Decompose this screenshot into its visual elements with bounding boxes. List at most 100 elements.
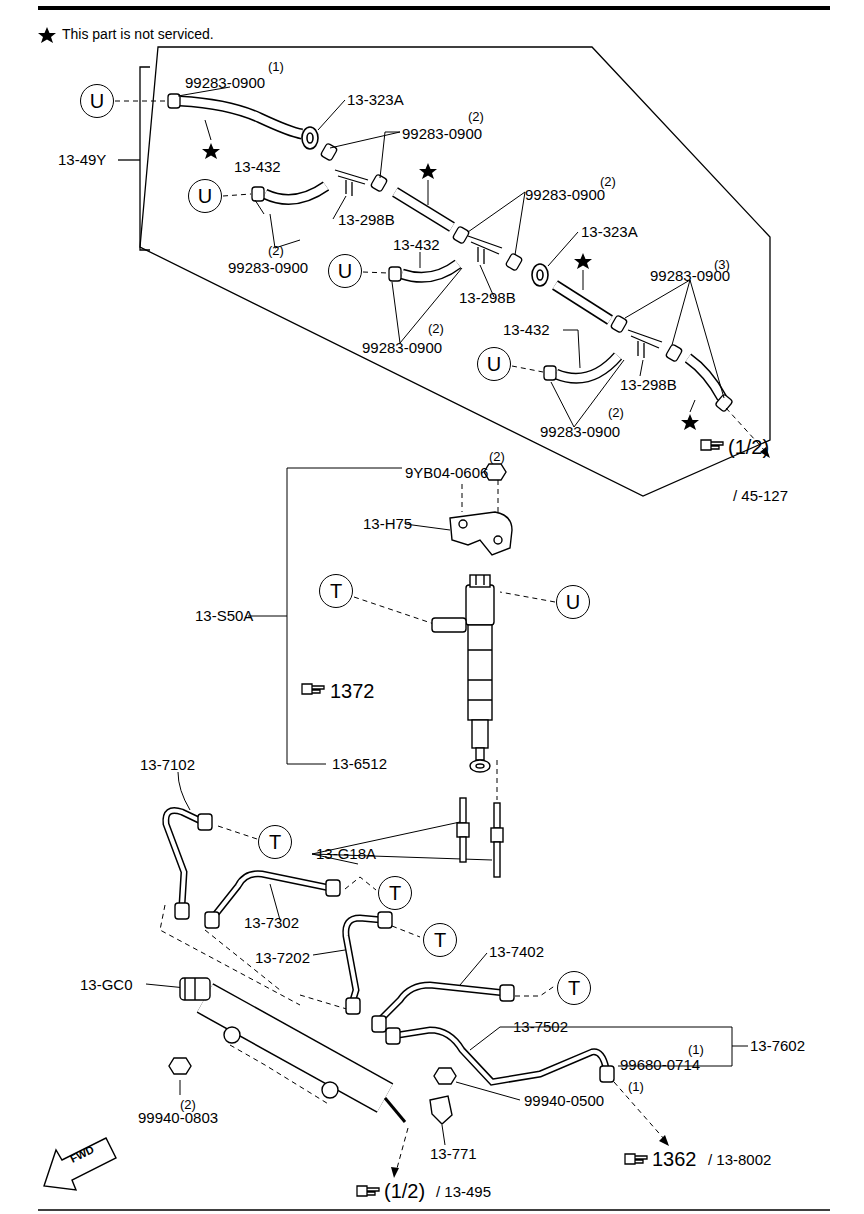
callout-label: 99283-0900 — [650, 268, 730, 285]
forward-arrow — [44, 1138, 116, 1190]
leader-line — [551, 360, 624, 427]
callout-label: 13-298B — [459, 290, 516, 307]
injector — [472, 720, 488, 748]
dashed-link — [354, 597, 437, 625]
grommet — [537, 270, 543, 280]
glow-plug — [457, 798, 503, 877]
hose-outer — [688, 358, 722, 398]
callout-label: (2) — [608, 406, 624, 420]
hose-clamp — [168, 94, 733, 412]
glow-plug — [494, 842, 500, 877]
hose-clamp — [389, 267, 401, 281]
dashed-link — [515, 985, 556, 996]
callout-label: 13-7602 — [750, 1038, 805, 1055]
hose-clamp — [544, 366, 556, 380]
callout-label: 99283-0900 — [525, 187, 605, 204]
pipe-inner — [215, 874, 330, 915]
hose-outer — [180, 101, 302, 134]
leader-line — [468, 192, 525, 255]
hose-inner — [180, 101, 302, 134]
leader-line — [255, 200, 300, 248]
circled-letter: U — [188, 179, 222, 213]
callout-label: (1) — [688, 1043, 704, 1057]
hose-clamp — [452, 226, 469, 244]
grommet — [307, 133, 313, 143]
note-text: This part is not serviced. — [62, 27, 214, 42]
pipe-outer — [166, 811, 606, 1083]
hose-group-outline — [140, 47, 770, 496]
page-rule — [38, 6, 830, 10]
injector — [476, 764, 484, 768]
circle-letter: U — [566, 592, 580, 612]
callout-label: 13-H75 — [363, 516, 412, 533]
leader-line — [178, 772, 190, 810]
injector — [470, 575, 490, 587]
circled-letter: U — [477, 347, 511, 381]
callout-label: (2) — [268, 244, 284, 258]
circle-letter: U — [198, 186, 212, 206]
reference-hand — [357, 1186, 379, 1196]
pipe-inner — [166, 811, 606, 1083]
circle-letter: T — [434, 930, 446, 950]
grommet — [302, 127, 548, 286]
glow-plug — [460, 837, 466, 862]
leader-line — [640, 360, 643, 376]
arrow-head — [659, 1135, 669, 1146]
hose-clamp — [252, 187, 264, 201]
reference-hand — [701, 440, 723, 450]
common-rail — [205, 998, 385, 1098]
leader-line — [460, 953, 487, 985]
callout-label: 13-7202 — [255, 950, 310, 967]
circled-letter: T — [319, 574, 353, 608]
leader-line — [312, 822, 492, 864]
callout-label: 99940-0803 — [138, 1110, 218, 1127]
tee-joint — [468, 236, 502, 264]
common-rail — [169, 1058, 191, 1074]
leader-line — [470, 1027, 748, 1066]
pipe-fitting — [600, 1066, 614, 1082]
hose-group-outline — [118, 47, 770, 496]
callout-label: (2) — [468, 110, 484, 124]
reference-hand — [625, 1154, 647, 1164]
leader-line — [690, 400, 695, 412]
pipe-fitting — [378, 912, 392, 928]
pipe-fitting — [175, 903, 189, 919]
dashed-link — [396, 1128, 408, 1172]
callout-label: 99283-0900 — [185, 75, 265, 92]
callout-label: 13-323A — [581, 224, 638, 241]
reference-hand — [302, 684, 324, 694]
dashed-link — [392, 926, 420, 937]
callout-label: 13-GC0 — [80, 977, 133, 994]
hose-group-outline — [118, 159, 140, 160]
glow-plug — [457, 823, 469, 837]
circle-letter: U — [338, 261, 352, 281]
callout-label: 13-298B — [338, 212, 395, 229]
callout-label: (1) — [268, 60, 284, 74]
injector — [476, 575, 484, 585]
dashed-link — [223, 194, 251, 196]
leader-line — [392, 268, 462, 343]
callout-label: 13-G18A — [316, 846, 376, 863]
callout-label: 13-7502 — [513, 1019, 568, 1036]
not-serviced-star — [202, 143, 220, 159]
arrow-head — [391, 1167, 399, 1178]
injector — [459, 520, 467, 528]
tee-joint — [335, 170, 662, 358]
callout-label: / 13-495 — [436, 1184, 491, 1201]
callout-label: 13-298B — [620, 377, 677, 394]
callout-label: / 13-8002 — [708, 1152, 771, 1169]
leader-line — [180, 1080, 181, 1095]
hose-clamp — [320, 143, 337, 161]
leader-line — [205, 120, 211, 140]
leader-line — [456, 1082, 520, 1100]
dashed-link — [500, 592, 555, 602]
dashed-link — [115, 101, 167, 102]
injector — [468, 650, 492, 700]
common-rail — [385, 1098, 405, 1122]
dashed-link — [115, 101, 766, 1172]
hose-clamp — [505, 253, 522, 271]
circled-letter: U — [556, 585, 590, 619]
forward-arrow — [44, 1138, 116, 1190]
injector — [432, 618, 466, 632]
